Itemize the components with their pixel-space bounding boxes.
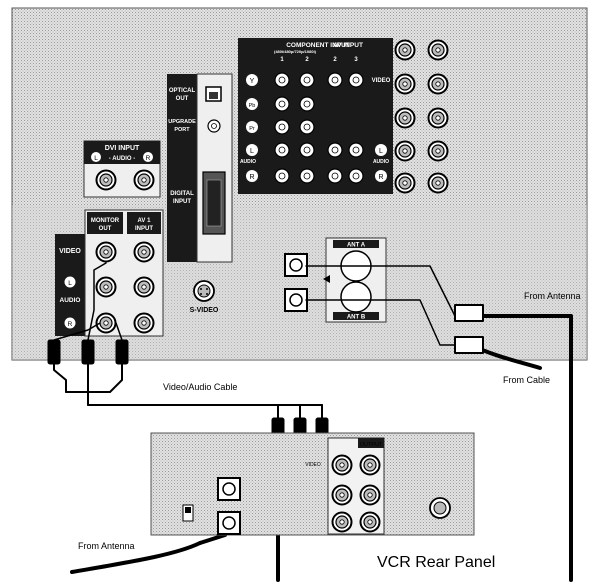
svg-text:R: R [146, 155, 151, 162]
svg-text:AUDIO: AUDIO [373, 159, 389, 165]
ant-a-label: ANT A [347, 243, 366, 249]
left-audio-label: AUDIO [60, 297, 81, 304]
optical-digital-block: OPTICAL OUT UPGRADE PORT DIGITAL INPUT [167, 73, 233, 263]
svg-text:R: R [249, 174, 254, 181]
vcr-rear-panel: OUTPUT VIDEO [150, 432, 475, 536]
from-antenna-right-label: From Antenna [524, 291, 581, 301]
svg-text:Pb: Pb [249, 103, 256, 109]
svg-text:INPUT: INPUT [173, 199, 191, 205]
video-audio-cable-label: Video/Audio Cable [163, 382, 237, 392]
left-video-label: VIDEO [59, 248, 81, 255]
svg-text:AUDIO: AUDIO [240, 159, 256, 165]
av-video-label: VIDEO [372, 78, 391, 84]
component-input-block: COMPONENT INPUT (480i/480p/720p/1080i) 1… [238, 38, 393, 194]
vcr-rear-panel-label: VCR Rear Panel [377, 554, 495, 571]
svg-text:Y: Y [250, 78, 255, 85]
component-input-subtitle: (480i/480p/720p/1080i) [274, 49, 317, 54]
monitor-av1-block: VIDEO L AUDIO R MONITOR OUT AV 1 INPUT [55, 209, 164, 337]
svg-text:INPUT: INPUT [135, 226, 153, 232]
digital-input-label: DIGITAL [170, 191, 194, 197]
s-video-port: S-VIDEO [190, 280, 219, 314]
svg-text:OUT: OUT [176, 96, 189, 102]
svg-text:L: L [94, 155, 98, 162]
from-cable-label: From Cable [503, 375, 550, 385]
svg-text:PORT: PORT [174, 127, 190, 133]
monitor-out-label: MONITOR [91, 218, 120, 224]
svg-text:R: R [378, 174, 383, 181]
svg-text:1: 1 [280, 57, 284, 63]
antenna-block: ANT A ANT B [323, 237, 387, 323]
from-antenna-left-label: From Antenna [78, 541, 135, 551]
svg-text:- AUDIO -: - AUDIO - [109, 156, 135, 162]
s-video-label: S-VIDEO [190, 307, 219, 314]
vcr-rf-connectors [217, 477, 241, 535]
optical-out-label: OPTICAL [169, 88, 196, 94]
svg-text:Pr: Pr [249, 126, 255, 132]
component-input-title: COMPONENT INPUT [286, 42, 350, 49]
svg-text:3: 3 [354, 57, 358, 63]
upgrade-port-label: UPGRADE [168, 119, 196, 125]
svg-text:L: L [379, 148, 383, 155]
vcr-video-label: VIDEO [305, 462, 321, 468]
svg-text:L: L [68, 280, 72, 287]
svg-text:R: R [68, 321, 73, 328]
dvi-input-block: DVI INPUT L - AUDIO - R [83, 140, 161, 198]
svg-text:OUT: OUT [99, 226, 112, 232]
av1-input-label: AV 1 [138, 218, 152, 224]
svg-text:L: L [250, 148, 254, 155]
svg-text:2: 2 [305, 57, 309, 63]
ant-b-label: ANT B [347, 315, 366, 321]
dvi-input-title: DVI INPUT [105, 145, 140, 152]
tv-coax-connectors [284, 253, 308, 312]
vcr-output-label: OUTPUT [360, 442, 383, 448]
av-input-title: AV INPUT [333, 42, 363, 49]
svg-text:2: 2 [333, 57, 337, 63]
